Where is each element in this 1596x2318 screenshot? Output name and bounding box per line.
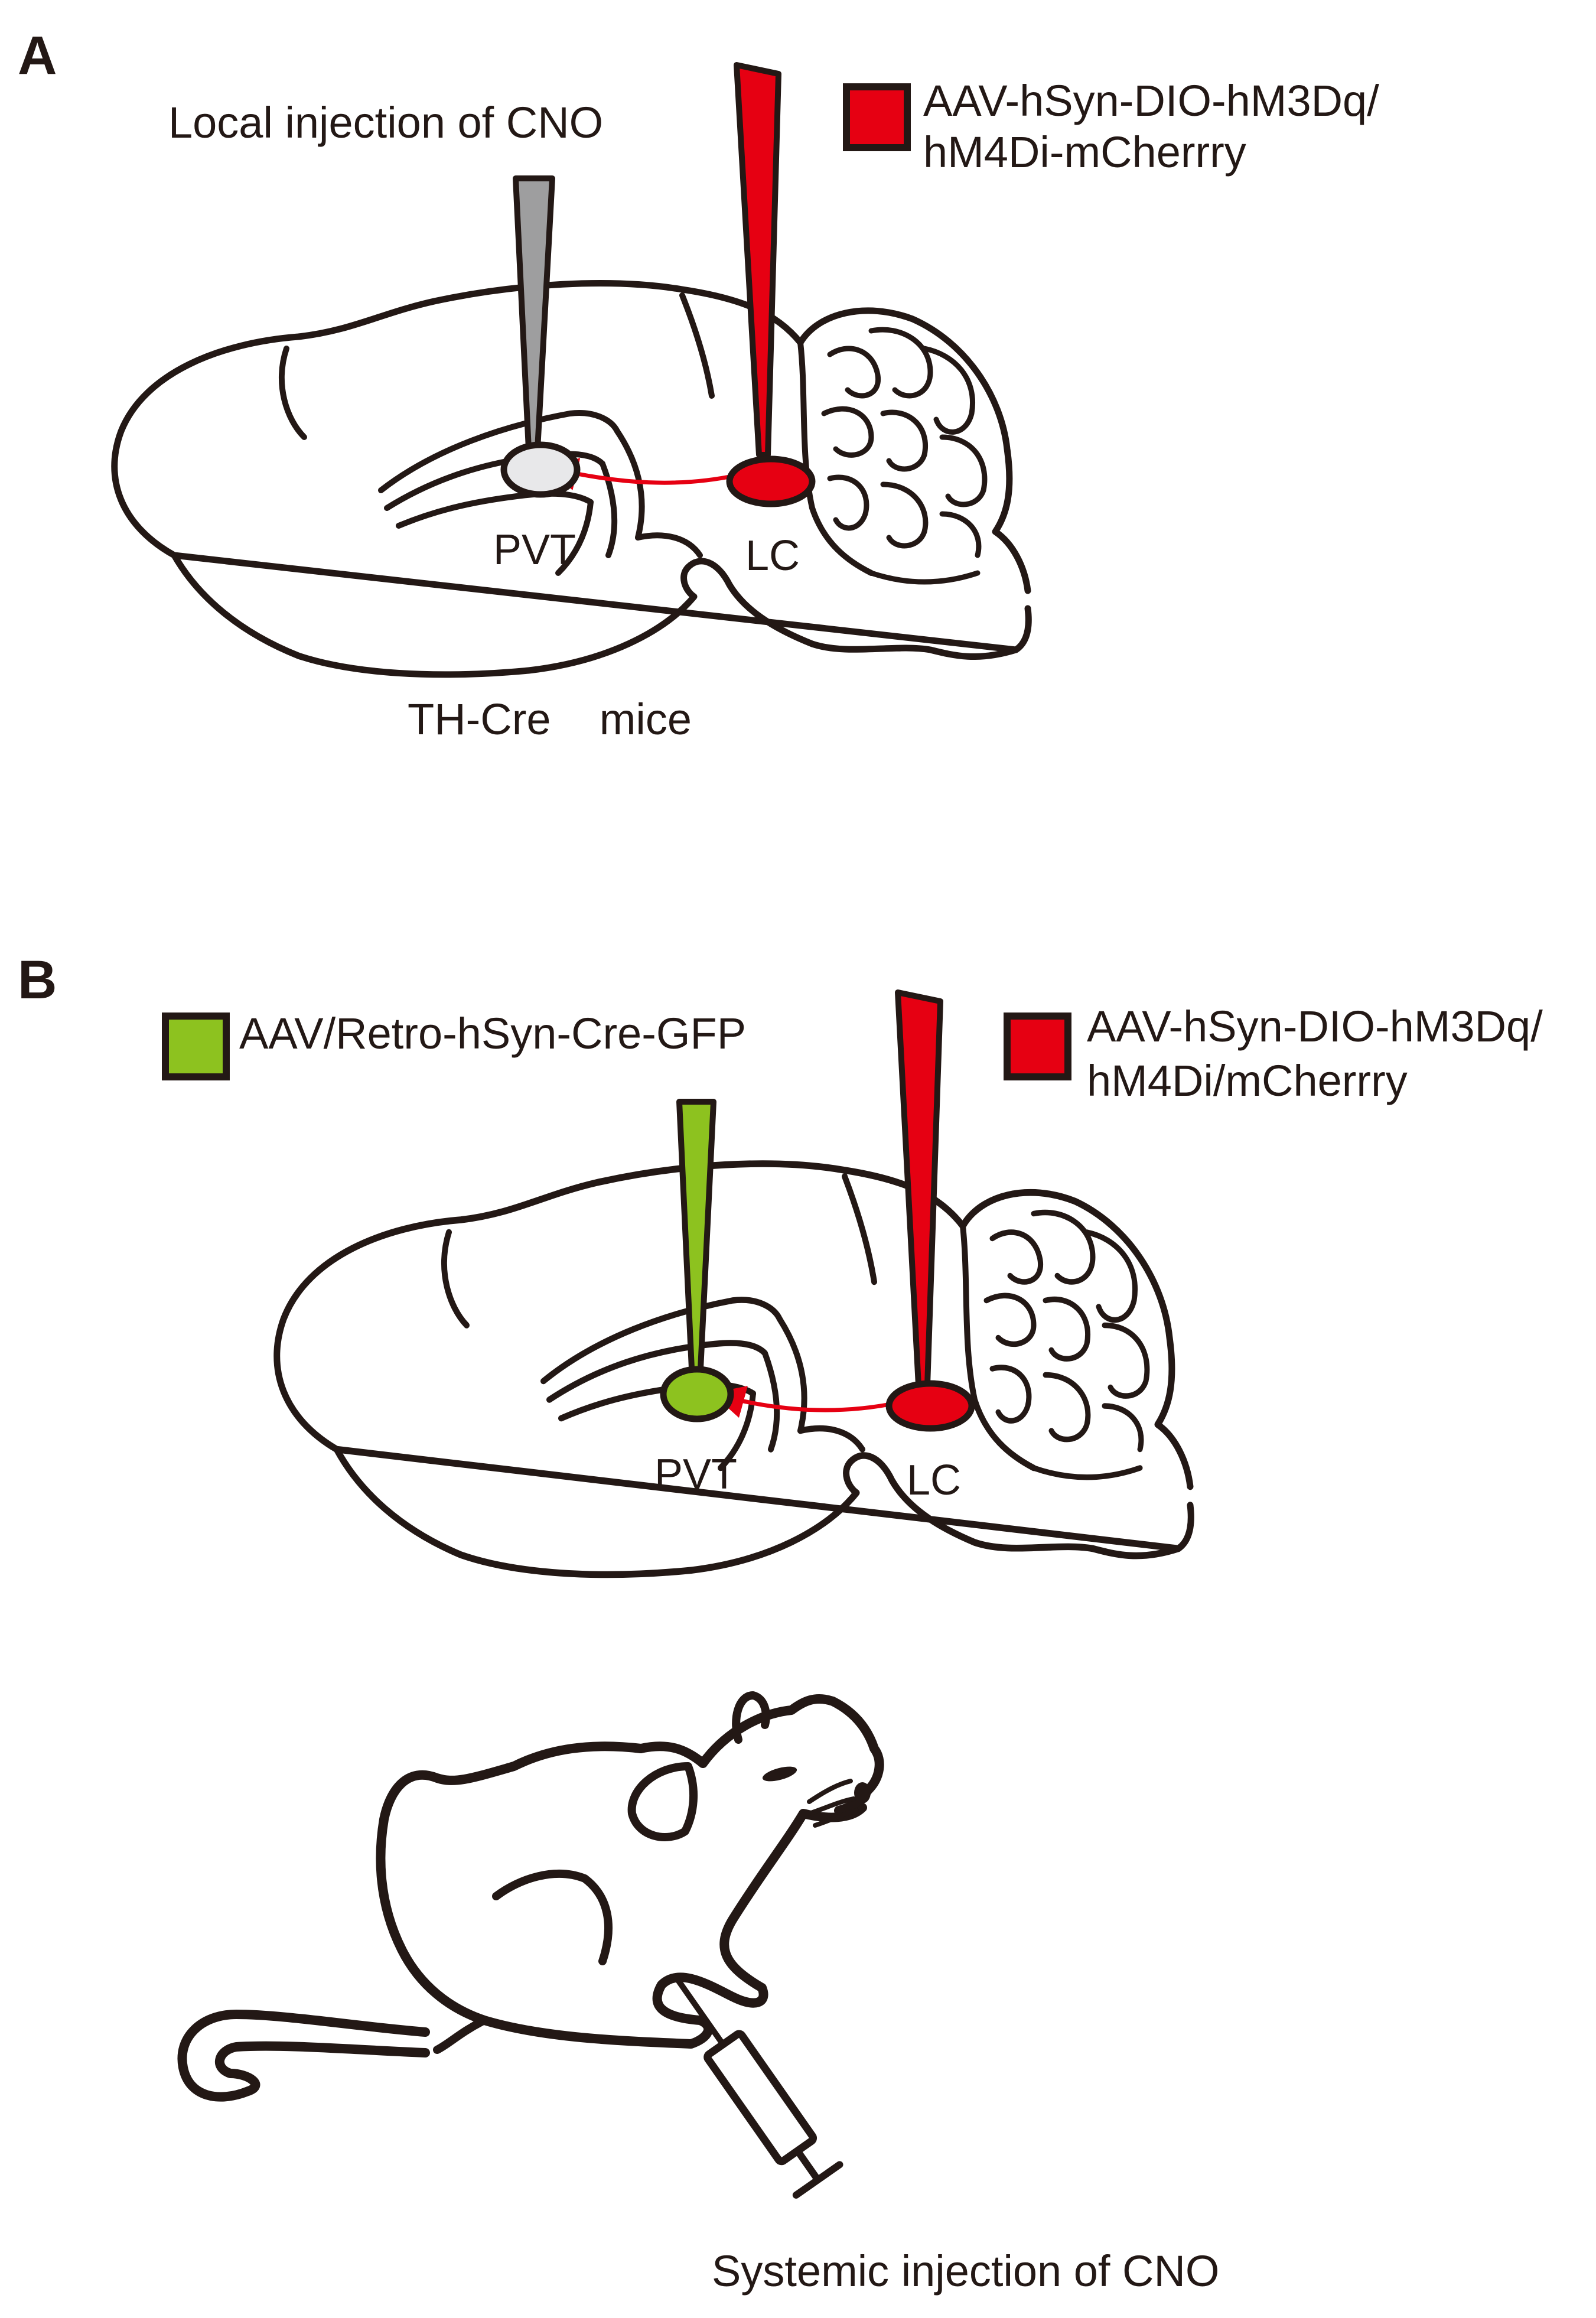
brain-sagittal-icon — [277, 1164, 1191, 1574]
mouse-icon — [177, 1691, 884, 2102]
panel-a-letter: A — [18, 25, 57, 86]
local-cno-label: Local injection of CNO — [168, 98, 603, 147]
injection-pipette-icon — [513, 175, 555, 452]
pvt-label-b: PVT — [654, 1451, 737, 1498]
lc-label-b: LC — [907, 1457, 961, 1504]
syringe-icon — [672, 1974, 843, 2199]
mouse-strain-label: TH-Cre mice — [408, 695, 692, 744]
injection-pipette-icon — [734, 62, 781, 458]
pvt-label-a: PVT — [493, 526, 576, 574]
lc-nucleus-b — [885, 1380, 975, 1432]
legend-red-swatch-b — [1004, 1013, 1071, 1080]
lc-label-a: LC — [745, 532, 800, 580]
pvt-nucleus-b — [660, 1366, 734, 1422]
legend-red-line2-b: hM4Di/mCherrry — [1087, 1056, 1408, 1105]
panel-a: A Local injection of CNO AAV-hSyn-DIO-hM… — [18, 25, 1379, 744]
systemic-cno-label: Systemic injection of CNO — [712, 2247, 1220, 2296]
panel-b: B AAV/Retro-hSyn-Cre-GFP AAV-hSyn-DIO-hM… — [18, 950, 1543, 2296]
legend-green-swatch — [162, 1013, 230, 1080]
legend-red-line2-a: hM4Di-mCherrry — [923, 128, 1246, 177]
panel-b-letter: B — [18, 950, 57, 1010]
legend-red-swatch-a — [843, 83, 911, 151]
legend-red-line1-a: AAV-hSyn-DIO-hM3Dq/ — [923, 76, 1379, 125]
pvt-nucleus-a — [500, 441, 581, 498]
projection-arrow-b — [711, 1386, 897, 1418]
legend-green-label: AAV/Retro-hSyn-Cre-GFP — [239, 1009, 746, 1058]
injection-pipette-icon — [676, 1099, 716, 1384]
injection-pipette-icon — [895, 989, 943, 1388]
legend-red-line1-b: AAV-hSyn-DIO-hM3Dq/ — [1087, 1002, 1543, 1051]
lc-nucleus-a — [726, 455, 816, 507]
